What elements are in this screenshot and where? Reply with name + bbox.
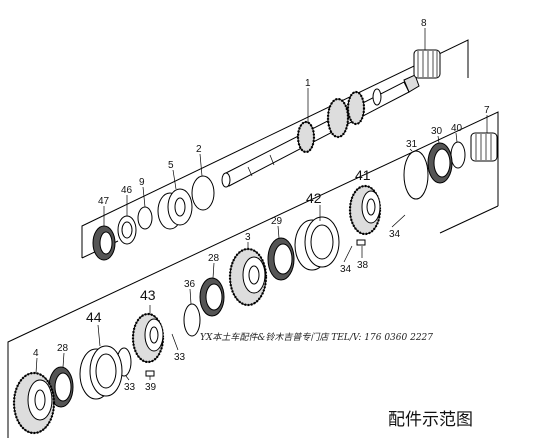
part-label-38: 38	[357, 260, 369, 271]
key-39	[145, 370, 155, 377]
part-label-28-lower: 28	[57, 343, 69, 354]
sleeve-44	[79, 345, 123, 400]
part-label-34-right: 34	[389, 229, 401, 240]
part-label-46: 46	[121, 185, 133, 196]
part-label-40: 40	[451, 123, 463, 134]
needle-bearing-7	[470, 132, 498, 162]
part-label-7: 7	[484, 105, 490, 116]
spring-31	[403, 150, 429, 200]
main-shaft	[221, 74, 420, 188]
part-label-34-left: 34	[340, 264, 352, 275]
part-label-28-upper: 28	[208, 253, 220, 264]
part-label-8: 8	[421, 18, 427, 29]
part-label-43: 43	[140, 287, 156, 303]
part-label-41: 41	[355, 167, 371, 183]
synchro-ring-30	[427, 142, 453, 184]
part-numbers: 8 1 2 5 9 46 47 7 40 30 31 41 42 34 34 3…	[33, 18, 490, 393]
part-label-44: 44	[86, 309, 102, 325]
shop-watermark: YX本土车配件&铃木吉普专门店 TEL/V: 176 0360 2227	[200, 332, 433, 343]
part-label-29: 29	[271, 216, 283, 227]
spring-36	[183, 303, 201, 337]
part-label-47: 47	[98, 196, 110, 207]
bearing-5	[157, 188, 193, 230]
part-label-3: 3	[245, 232, 251, 243]
circlip-9	[137, 206, 153, 230]
part-label-2: 2	[196, 144, 202, 155]
part-label-4: 4	[33, 348, 39, 359]
part-label-31: 31	[406, 139, 418, 150]
part-label-9: 9	[139, 177, 145, 188]
seal-47	[92, 225, 116, 261]
part-label-1: 1	[305, 78, 311, 89]
snap-ring-2	[191, 175, 215, 211]
diagram-caption: 配件示范图	[388, 410, 473, 430]
gear-3	[228, 247, 268, 307]
synchro-ring-28-upper	[199, 277, 225, 317]
needle-bearing-8	[413, 49, 441, 79]
key-38	[356, 239, 366, 246]
leader-lines	[35, 28, 488, 381]
gear-4	[12, 371, 56, 435]
part-label-33-right: 33	[174, 352, 186, 363]
synchro-ring-29	[267, 237, 295, 281]
hub-sleeve-41	[348, 184, 382, 236]
part-label-36: 36	[184, 279, 196, 290]
hub-sleeve-43	[131, 312, 165, 364]
washer-46	[117, 215, 137, 245]
synchro-ring-28-lower	[48, 366, 74, 408]
part-label-42: 42	[306, 190, 322, 206]
part-label-33-left: 33	[124, 382, 136, 393]
part-label-30: 30	[431, 126, 443, 137]
part-label-39: 39	[145, 382, 157, 393]
snap-ring-40	[450, 141, 466, 169]
part-label-5: 5	[168, 160, 174, 171]
sleeve-42	[294, 216, 340, 271]
lower-panel-frame	[7, 111, 499, 438]
